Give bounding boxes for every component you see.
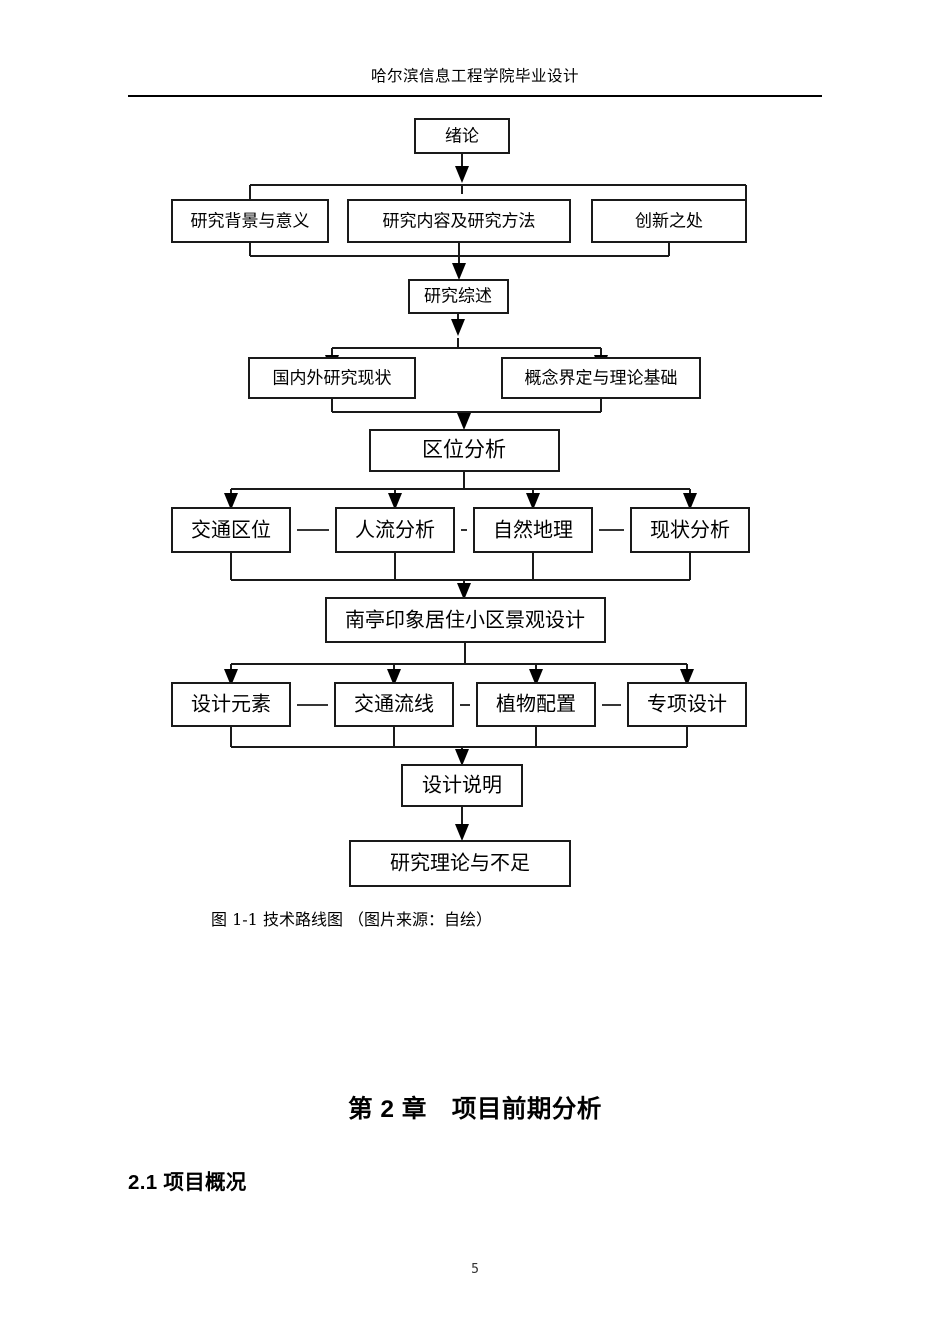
node-concept-theory-label: 概念界定与理论基础	[525, 367, 678, 387]
node-traffic-circulation-label: 交通流线	[354, 692, 434, 715]
node-current-situation-label: 现状分析	[650, 518, 730, 541]
node-special-design: 专项设计	[627, 682, 747, 727]
page-header-text: 哈尔滨信息工程学院毕业设计	[370, 67, 579, 85]
figure-caption: 图 1-1 技术路线图 （图片来源：自绘）	[211, 910, 493, 929]
node-natural-geography: 自然地理	[473, 507, 593, 553]
node-traffic-location: 交通区位	[171, 507, 291, 553]
node-research-content-method: 研究内容及研究方法	[347, 199, 571, 243]
node-research-review-label: 研究综述	[424, 286, 492, 305]
node-plant-configuration: 植物配置	[476, 682, 596, 727]
node-location-analysis: 区位分析	[369, 429, 560, 472]
node-research-content-method-label: 研究内容及研究方法	[383, 211, 536, 230]
page-header: 哈尔滨信息工程学院毕业设计	[128, 66, 822, 86]
node-intro: 绪论	[414, 118, 510, 154]
node-community-landscape-design: 南亭印象居住小区景观设计	[325, 597, 606, 643]
node-intro-label: 绪论	[445, 126, 479, 145]
connector-statement-to-conclusion	[455, 806, 469, 841]
node-research-background-label: 研究背景与意义	[191, 211, 310, 230]
node-plant-configuration-label: 植物配置	[496, 692, 576, 715]
node-innovation: 创新之处	[591, 199, 747, 243]
connector-design-to-row4	[224, 642, 694, 686]
connector-row2-to-location	[331, 398, 602, 430]
chapter-heading: 第 2 章 项目前期分析	[348, 1096, 602, 1124]
technical-route-flowchart: 绪论 研究背景与意义 研究内容及研究方法 创新之处 研究综述	[0, 104, 950, 904]
node-research-background: 研究背景与意义	[171, 199, 329, 243]
node-current-situation: 现状分析	[630, 507, 750, 553]
connector-row1-to-review	[249, 242, 670, 280]
connector-intro-to-row1	[249, 153, 747, 200]
node-design-elements-label: 设计元素	[191, 692, 271, 715]
header-rule	[128, 95, 822, 97]
node-research-review: 研究综述	[408, 279, 509, 314]
node-traffic-location-label: 交通区位	[191, 518, 271, 541]
node-concept-theory: 概念界定与理论基础	[501, 357, 701, 399]
node-natural-geography-label: 自然地理	[493, 518, 573, 541]
node-traffic-circulation: 交通流线	[334, 682, 454, 727]
node-design-statement: 设计说明	[401, 764, 523, 807]
connector-row4-to-statement	[230, 726, 688, 766]
node-design-statement-label: 设计说明	[422, 773, 502, 796]
connector-location-to-row3	[224, 471, 697, 510]
node-theory-limitations: 研究理论与不足	[349, 840, 571, 887]
node-community-landscape-design-label: 南亭印象居住小区景观设计	[345, 608, 585, 631]
node-design-elements: 设计元素	[171, 682, 291, 727]
node-theory-limitations-label: 研究理论与不足	[390, 851, 530, 874]
section-heading: 2.1 项目概况	[128, 1171, 247, 1194]
node-special-design-label: 专项设计	[647, 692, 727, 715]
page-number: 5	[471, 1262, 479, 1277]
node-domestic-foreign-status: 国内外研究现状	[248, 357, 416, 399]
connector-row3-to-design	[230, 552, 691, 600]
node-location-analysis-label: 区位分析	[422, 439, 506, 462]
node-innovation-label: 创新之处	[635, 211, 703, 230]
node-domestic-foreign-status-label: 国内外研究现状	[273, 368, 392, 387]
node-pedestrian-flow: 人流分析	[335, 507, 455, 553]
node-pedestrian-flow-label: 人流分析	[355, 518, 435, 541]
